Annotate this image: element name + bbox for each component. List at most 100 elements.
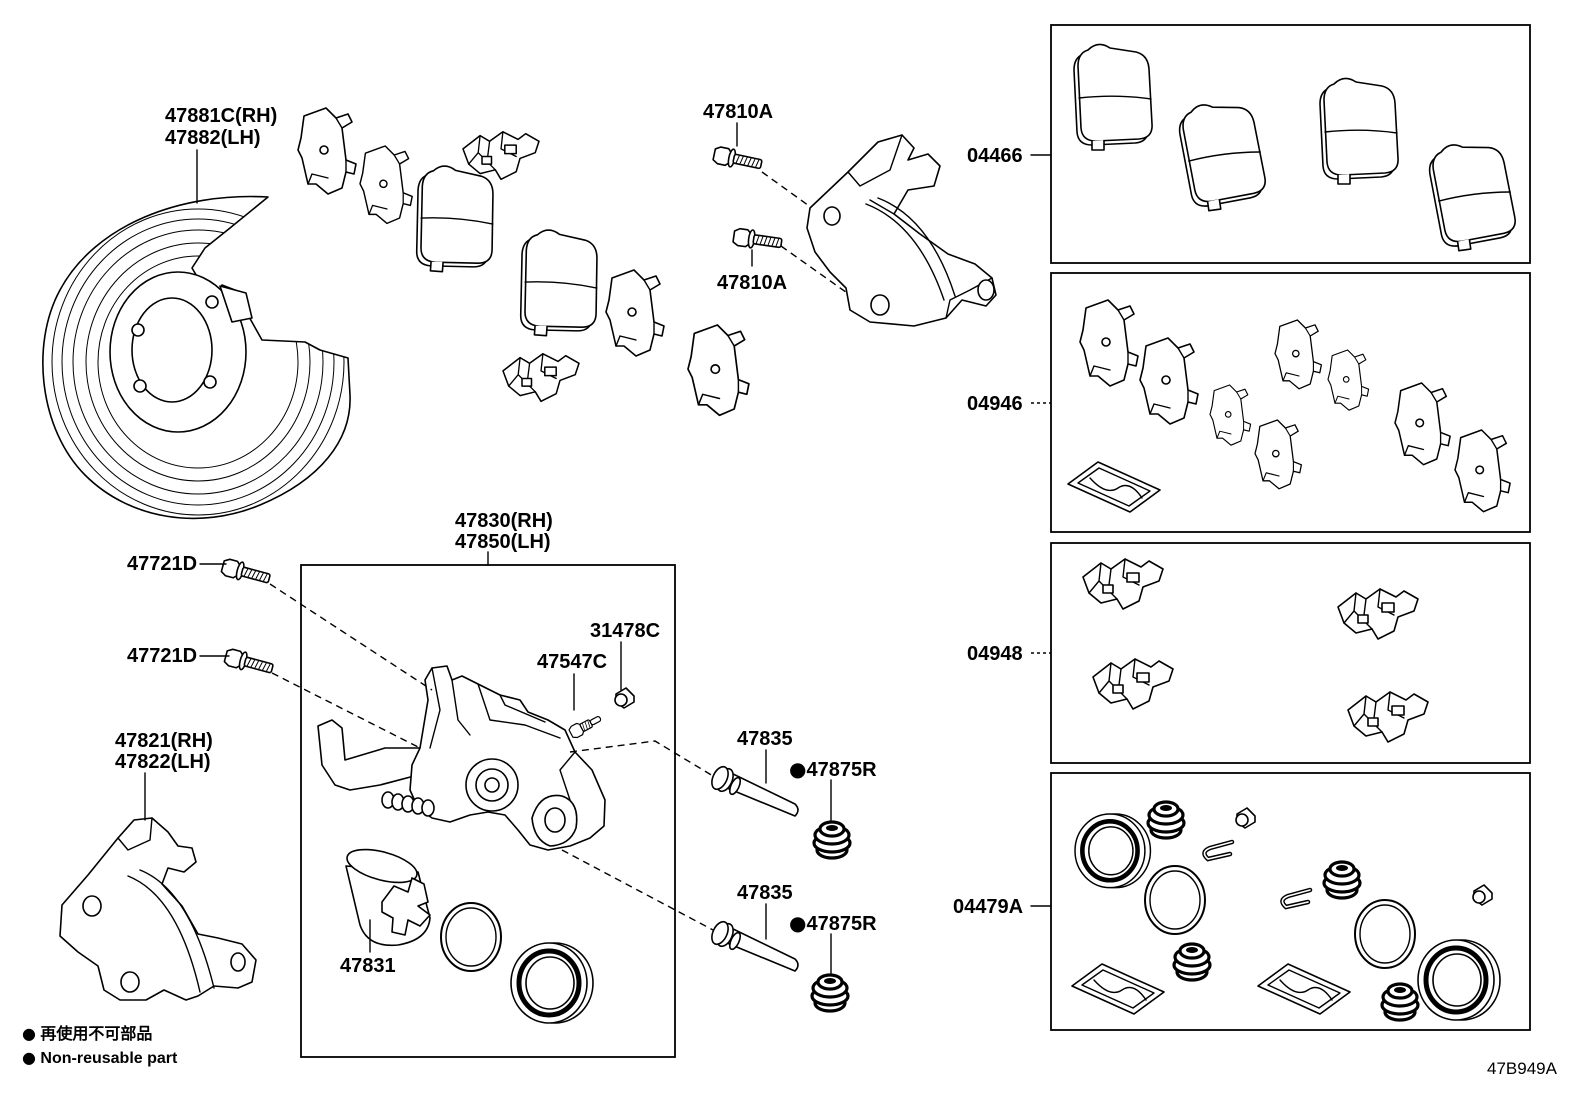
legend-marker: ● bbox=[22, 1024, 36, 1043]
slide-bushing-lower-label: ●47875R bbox=[789, 911, 877, 935]
bracket-bolt-lower bbox=[731, 226, 784, 253]
kit-cap-2 bbox=[1472, 884, 1493, 906]
dust-cover bbox=[42, 195, 351, 520]
kit-clip-4 bbox=[1347, 691, 1429, 743]
kit-o-ring-1 bbox=[1144, 865, 1206, 935]
cylinder-kit-box bbox=[1050, 772, 1531, 1031]
caliper-support-bracket bbox=[806, 134, 997, 327]
legend-jp-text: 再使用不可部品 bbox=[40, 1024, 152, 1043]
kit-piston-seal-1 bbox=[1075, 814, 1150, 888]
caliper-bolt-lower-label: 47721D bbox=[127, 645, 197, 667]
caliper-body bbox=[317, 665, 606, 851]
slide-pin-lower-label: 47835 bbox=[737, 882, 793, 904]
kit-shim-4 bbox=[1254, 419, 1303, 490]
kit-ring-clip-1 bbox=[1204, 842, 1232, 859]
caliper-bolt-upper-guide bbox=[269, 583, 433, 691]
cylinder-kit-label: 04479A bbox=[953, 896, 1023, 918]
dust-cover-lh-label: 47882(LH) bbox=[165, 127, 261, 149]
pad-support-clip-2 bbox=[502, 353, 580, 403]
legend-en-text: Non-reusable part bbox=[40, 1050, 178, 1067]
kit-clip-3 bbox=[1092, 658, 1174, 710]
bracket-bolt-lower-label: 47810A bbox=[717, 272, 787, 294]
kit-shim-3 bbox=[1209, 384, 1252, 446]
kit-pad-2 bbox=[1175, 97, 1270, 215]
bleeder-cap-label: 31478C bbox=[590, 620, 660, 642]
caliper-bolt-upper bbox=[219, 556, 273, 589]
legend: ● 再使用不可部品 ● Non-reusable part bbox=[22, 1024, 178, 1067]
kit-pad-4 bbox=[1425, 137, 1520, 255]
kit-clip-1 bbox=[1082, 558, 1164, 610]
kit-clip-2 bbox=[1337, 588, 1419, 640]
slide-bushing-upper-number: 47875R bbox=[806, 759, 877, 781]
bleeder-plug bbox=[568, 716, 602, 739]
mounting-bracket-rh-label: 47821(RH) bbox=[115, 730, 213, 752]
pad-shim-2 bbox=[359, 145, 413, 225]
kit-o-ring-2 bbox=[1354, 899, 1416, 969]
parking-brake-lever bbox=[317, 719, 421, 791]
bracket-bolt-upper bbox=[711, 144, 764, 174]
caliper-lh-label: 47850(LH) bbox=[455, 531, 551, 553]
bracket-bolt-lower-guide bbox=[780, 245, 851, 296]
kit-shim-5 bbox=[1274, 319, 1323, 390]
caliper-rh-label: 47830(RH) bbox=[455, 510, 553, 532]
slide-bushing-lower-number: 47875R bbox=[806, 913, 877, 935]
kit-grease-packet-2 bbox=[1257, 963, 1351, 1015]
kit-shim-8 bbox=[1454, 429, 1511, 513]
kit-shim-6 bbox=[1327, 349, 1370, 411]
kit-ring-clip-2 bbox=[1282, 890, 1310, 907]
slide-pin-upper-label: 47835 bbox=[737, 728, 793, 750]
bleeder-cap bbox=[614, 687, 635, 709]
caliper-bolt-lower-guide bbox=[271, 672, 421, 749]
pad-shim-1 bbox=[297, 107, 357, 195]
pad-shim-3 bbox=[605, 269, 665, 357]
slide-pin-lower bbox=[707, 918, 799, 972]
bracket-bolt-upper-guide bbox=[761, 171, 813, 209]
kit-shim-2 bbox=[1139, 337, 1199, 425]
dust-cover-rh-label: 47881C(RH) bbox=[165, 105, 277, 127]
piston bbox=[345, 848, 431, 947]
caliper-mounting-bracket bbox=[59, 817, 257, 1001]
brake-pad-1 bbox=[411, 163, 499, 276]
return-spring bbox=[381, 791, 435, 817]
kit-pad-1 bbox=[1073, 43, 1153, 151]
piston-boot-seal bbox=[511, 943, 593, 1023]
fitting-kit-label: 04948 bbox=[967, 643, 1023, 665]
kit-boot-1 bbox=[1146, 800, 1186, 840]
kit-shim-7 bbox=[1394, 382, 1451, 466]
slide-bushing-lower bbox=[810, 973, 850, 1013]
kit-shim-1 bbox=[1079, 299, 1139, 387]
legend-jp: ● 再使用不可部品 bbox=[22, 1024, 152, 1043]
caliper-bolt-lower bbox=[222, 646, 276, 679]
piston-o-ring bbox=[440, 902, 502, 972]
legend-en: ● Non-reusable part bbox=[22, 1048, 178, 1067]
legend-marker: ● bbox=[22, 1048, 36, 1067]
mounting-bracket-lh-label: 47822(LH) bbox=[115, 751, 211, 773]
kit-pad-3 bbox=[1319, 77, 1399, 185]
shim-kit-label: 04946 bbox=[967, 393, 1023, 415]
pad-shim-4 bbox=[687, 324, 750, 417]
non-reusable-marker: ● bbox=[789, 911, 806, 935]
kit-piston-seal-2 bbox=[1418, 940, 1500, 1020]
kit-grease-packet-1 bbox=[1071, 963, 1165, 1015]
pad-kit-box bbox=[1050, 24, 1531, 264]
bracket-bolt-upper-label: 47810A bbox=[703, 101, 773, 123]
slide-bushing-upper-label: ●47875R bbox=[789, 757, 877, 781]
piston-label: 47831 bbox=[340, 955, 396, 977]
slide-pin-upper bbox=[707, 763, 799, 817]
slide-bushing-upper bbox=[812, 820, 852, 860]
kit-cap-1 bbox=[1235, 807, 1256, 829]
pad-kit-label: 04466 bbox=[967, 145, 1023, 167]
kit-boot-4 bbox=[1380, 982, 1420, 1022]
slide-pin-upper-guide bbox=[569, 740, 714, 777]
kit-boot-3 bbox=[1172, 942, 1212, 982]
caliper-bolt-upper-label: 47721D bbox=[127, 553, 197, 575]
bleeder-plug-label: 47547C bbox=[537, 651, 607, 673]
slide-pin-lower-guide bbox=[561, 849, 714, 931]
diagram-code: 47B949A bbox=[1487, 1059, 1558, 1078]
kit-grease-packet bbox=[1067, 461, 1161, 513]
pad-support-clip-1 bbox=[462, 131, 540, 181]
brake-pad-2 bbox=[515, 227, 603, 340]
non-reusable-marker: ● bbox=[789, 757, 806, 781]
kit-boot-2 bbox=[1322, 860, 1362, 900]
